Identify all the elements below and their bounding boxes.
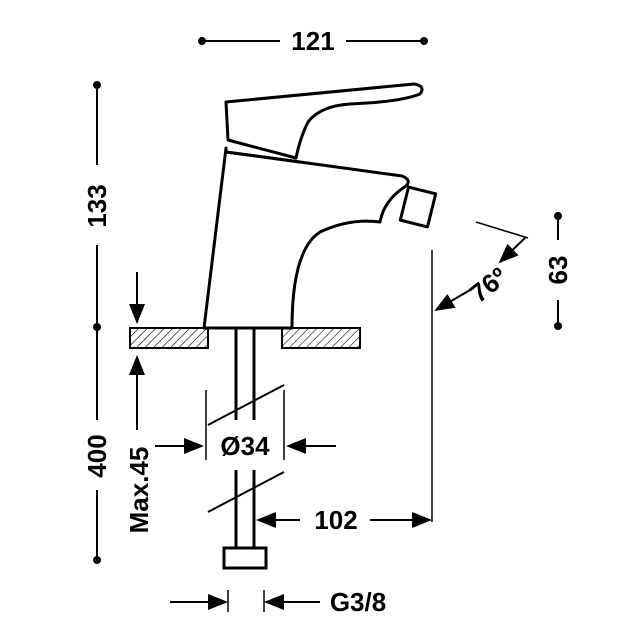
dim-reach-label: 102 xyxy=(314,505,357,535)
faucet-body xyxy=(202,82,438,330)
dim-height-body: 133 xyxy=(82,81,112,331)
dim-max-thickness-label: Max.45 xyxy=(124,447,154,534)
dim-hole-diameter: Ø34 xyxy=(155,390,336,461)
dim-max-thickness: Max.45 xyxy=(124,272,154,533)
dim-spout-angle-label: 76º xyxy=(464,261,513,309)
dim-spout-height: 63 xyxy=(543,212,573,330)
dim-hole-diameter-label: Ø34 xyxy=(220,431,270,461)
dim-height-body-label: 133 xyxy=(82,184,112,227)
dim-thread-label: G3/8 xyxy=(330,587,386,617)
dim-reach: 102 xyxy=(256,250,433,535)
dim-width-top: 121 xyxy=(198,26,428,56)
dim-height-below-label: 400 xyxy=(82,434,112,477)
supply-hose xyxy=(207,328,285,570)
dim-width-top-label: 121 xyxy=(291,26,334,56)
dim-height-below: 400 xyxy=(82,327,112,564)
dim-thread: G3/8 xyxy=(170,587,386,617)
countertop-section xyxy=(129,327,361,349)
dim-spout-angle: 76º xyxy=(434,221,529,312)
dim-spout-height-label: 63 xyxy=(543,256,573,285)
